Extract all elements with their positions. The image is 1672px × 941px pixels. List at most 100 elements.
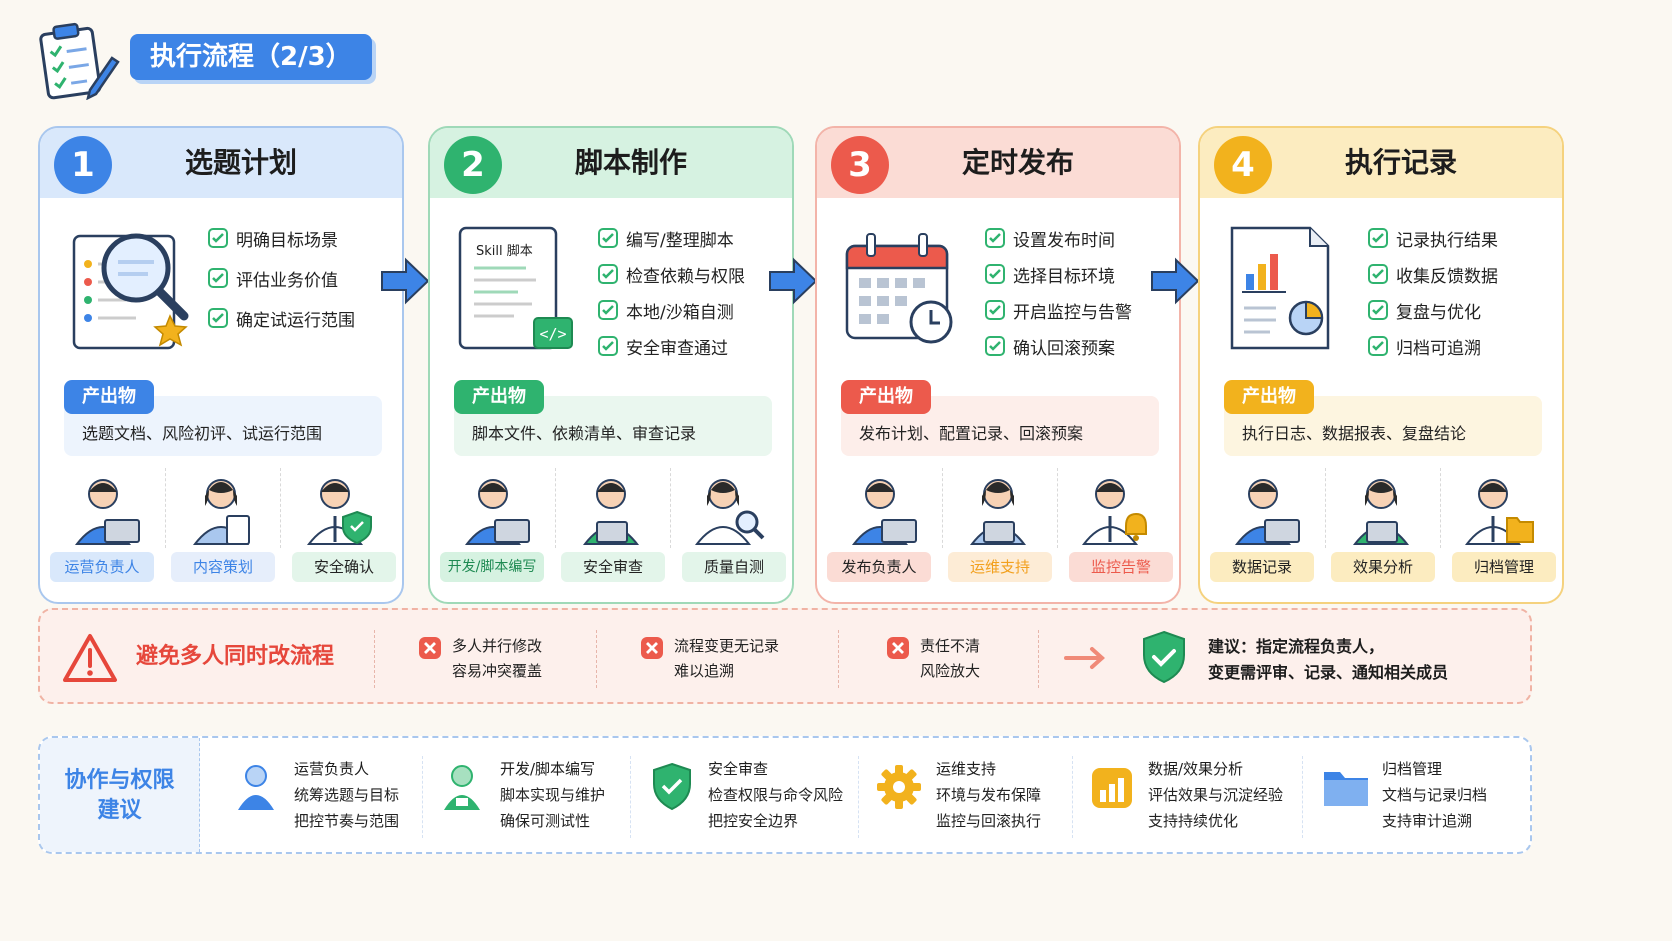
user-icon	[1210, 468, 1326, 548]
stage-card-header: 3 定时发布	[817, 128, 1179, 198]
arrow-right-icon	[1151, 257, 1200, 305]
check-icon	[208, 268, 228, 288]
check-icon	[985, 300, 1005, 320]
folder-icon	[1324, 772, 1368, 806]
stage-card-3: 3 定时发布 设置发布时间 选择目标环境 开启监控与告警 确认回滚预案 产出物 …	[815, 126, 1181, 604]
checklist-icon	[39, 22, 120, 100]
check-item: 编写/整理脚本	[598, 220, 788, 256]
role-tag: 质量自测	[682, 552, 786, 582]
stage-number: 2	[444, 136, 502, 194]
advice-text: 建议：指定流程负责人，变更需评审、记录、通知相关成员	[1208, 637, 1449, 682]
bell-icon	[1124, 512, 1147, 535]
check-item: 记录执行结果	[1368, 220, 1558, 256]
warning-item: 多人并行修改容易冲突覆盖	[452, 637, 543, 680]
check-icon	[208, 228, 228, 248]
check-item: 选择目标环境	[985, 256, 1175, 292]
warning-item: 流程变更无记录难以追溯	[674, 637, 780, 680]
stage-number: 1	[54, 136, 112, 194]
stage-card-header: 2 脚本制作	[430, 128, 792, 198]
divider	[858, 756, 859, 838]
role-tag: 内容策划	[171, 552, 275, 582]
user-icon	[281, 468, 396, 548]
svg-text:</>: </>	[539, 325, 566, 343]
page-title: 执行流程（2/3）	[130, 34, 372, 80]
stage-card-1: 1 选题计划 明确目标场景 评估业务价值 确定试运行范围 产出物 选题文档、风险…	[38, 126, 404, 604]
warning-title: 避免多人同时改流程	[136, 644, 335, 669]
collab-item: 归档管理文档与记录归档支持审计追溯	[1382, 760, 1488, 830]
role-tag: 监控告警	[1069, 552, 1173, 582]
calendar-icon	[845, 233, 953, 344]
check-icon	[985, 228, 1005, 248]
divider	[1038, 630, 1039, 688]
role-tag: 运营负责人	[50, 552, 154, 582]
check-icon	[598, 300, 618, 320]
role-tag: 运维支持	[948, 552, 1052, 582]
role-tag: 归档管理	[1452, 552, 1556, 582]
stage-title: 执行记录	[1344, 146, 1457, 179]
stage-title: 定时发布	[961, 146, 1074, 179]
check-icon	[1368, 264, 1388, 284]
stage-title: 选题计划	[184, 146, 297, 179]
check-icon	[598, 228, 618, 248]
stage-card-header: 1 选题计划	[40, 128, 402, 198]
check-item: 本地/沙箱自测	[598, 292, 788, 328]
check-item: 归档可追溯	[1368, 328, 1558, 364]
divider	[596, 630, 597, 688]
check-icon	[1368, 228, 1388, 248]
check-list: 编写/整理脚本 检查依赖与权限 本地/沙箱自测 安全审查通过	[598, 220, 788, 364]
divider	[1072, 756, 1073, 838]
role-tag: 安全审查	[561, 552, 665, 582]
check-item: 开启监控与告警	[985, 292, 1175, 328]
arrow-right-icon	[769, 257, 818, 305]
check-item: 安全审查通过	[598, 328, 788, 364]
check-item: 评估业务价值	[208, 258, 398, 298]
stage-card-2: 2 脚本制作 </> Skill 脚本 编写/整理脚本 检查依赖与权限 本地/沙…	[428, 126, 794, 604]
user-icon	[556, 468, 672, 548]
output-label: 产出物	[1224, 380, 1314, 414]
x-circle-icon	[641, 637, 663, 659]
check-item: 设置发布时间	[985, 220, 1175, 256]
stage-number: 4	[1214, 136, 1272, 194]
divider	[1302, 756, 1303, 838]
illus-label: Skill 脚本	[476, 244, 533, 259]
user-icon	[444, 765, 480, 810]
user-icon	[1326, 468, 1442, 548]
magnifier-icon	[72, 233, 189, 350]
user-icon	[1058, 468, 1173, 548]
check-icon	[985, 336, 1005, 356]
collab-item: 开发/脚本编写脚本实现与维护确保可测试性	[500, 760, 606, 830]
user-icon	[1441, 468, 1556, 548]
check-list: 记录执行结果 收集反馈数据 复盘与优化 归档可追溯	[1368, 220, 1558, 364]
check-icon	[598, 336, 618, 356]
stage-title: 脚本制作	[574, 146, 687, 179]
user-icon	[827, 468, 943, 548]
check-item: 收集反馈数据	[1368, 256, 1558, 292]
people-row	[440, 468, 786, 548]
people-row	[827, 468, 1173, 548]
warning-item: 责任不清风险放大	[920, 637, 981, 680]
shield-check-icon	[653, 762, 691, 811]
check-icon	[1368, 336, 1388, 356]
role-tag: 安全确认	[292, 552, 396, 582]
people-row	[1210, 468, 1556, 548]
role-tag: 发布负责人	[827, 552, 931, 582]
role-tags: 发布负责人 运维支持 监控告警	[827, 552, 1173, 582]
chart-document-icon	[1230, 226, 1330, 350]
check-icon	[208, 308, 228, 328]
stage-card-4: 4 执行记录 记录执行结果 收集反馈数据 复盘与优化 归档可追溯 产出物 执行日…	[1198, 126, 1564, 604]
stage-card-header: 4 执行记录	[1200, 128, 1562, 198]
bar-chart-icon	[1092, 768, 1132, 808]
user-icon	[50, 468, 166, 548]
check-icon	[985, 264, 1005, 284]
collab-item: 数据/效果分析评估效果与沉淀经验支持持续优化	[1148, 760, 1284, 830]
user-icon	[238, 765, 274, 810]
people-row	[50, 468, 396, 548]
x-circle-icon	[887, 637, 909, 659]
output-label: 产出物	[64, 380, 154, 414]
check-item: 明确目标场景	[208, 218, 398, 258]
role-tags: 运营负责人 内容策划 安全确认	[50, 552, 396, 582]
arrow-right-icon	[1064, 647, 1105, 669]
divider	[838, 630, 839, 688]
check-item: 确认回滚预案	[985, 328, 1175, 364]
check-list: 明确目标场景 评估业务价值 确定试运行范围	[208, 218, 398, 338]
